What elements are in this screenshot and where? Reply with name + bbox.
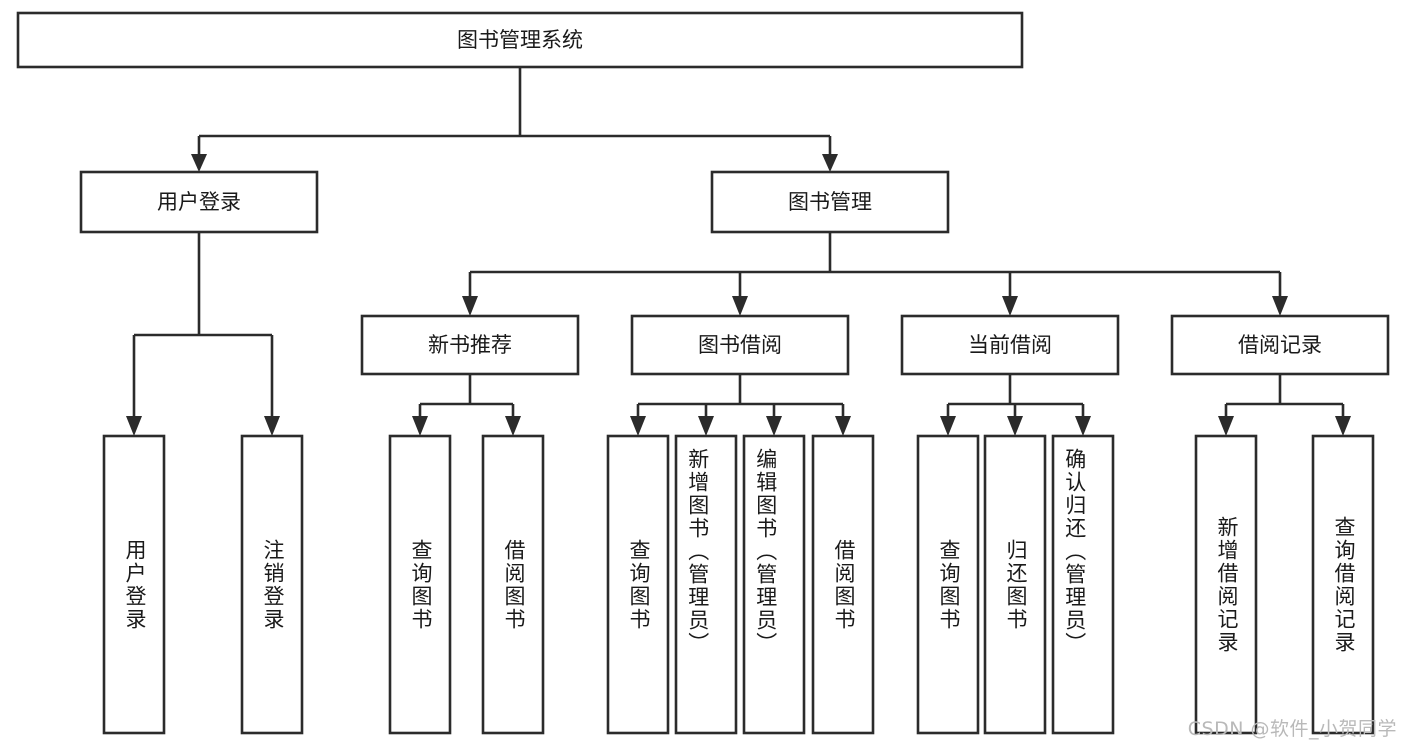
leaf-box-cb-return-book[interactable] [983, 434, 1047, 735]
csdn-watermark: CSDN @软件_小贺同学 [1187, 718, 1397, 740]
leaf-label-bb-query-book: 查询图书 [627, 539, 651, 631]
leaf-label-user-login: 用户登录 [123, 539, 147, 631]
leaf-node[interactable]: 新增图书（管理员） [674, 434, 738, 735]
arrow-head-borrowrecord [1272, 296, 1288, 316]
node-user-login-label: 用户登录 [157, 190, 241, 214]
arrow-head-bookborrow [732, 296, 748, 316]
node-borrow-record-box[interactable] [1170, 314, 1390, 376]
leaf-box-logout[interactable] [240, 434, 304, 735]
leaf-label-bb-add-book: 新增图书（管理员） [686, 448, 710, 655]
node-book-borrow-box[interactable] [630, 314, 850, 376]
leaf-node[interactable]: 注销登录 [240, 434, 304, 735]
leaf-node[interactable]: 借阅图书 [811, 434, 875, 735]
node-current-borrow-label: 当前借阅 [968, 333, 1052, 357]
arrow-head-bb-leaf1 [630, 416, 646, 436]
node-borrow-record-label: 借阅记录 [1238, 333, 1322, 357]
leaf-box-bb-borrow-book[interactable] [811, 434, 875, 735]
leaf-box-bb-add-book[interactable] [674, 434, 738, 735]
leaf-node[interactable]: 归还图书 [983, 434, 1047, 735]
leaf-label-nb-borrow-book: 借阅图书 [502, 539, 526, 631]
node-current-borrow[interactable]: 当前借阅 [900, 314, 1120, 376]
node-new-book-recommend[interactable]: 新书推荐 [360, 314, 580, 376]
leaf-label-bb-edit-book: 编辑图书（管理员） [754, 448, 778, 655]
leaf-label-logout: 注销登录 [261, 539, 285, 631]
leaf-node[interactable]: 借阅图书 [481, 434, 545, 735]
node-user-login-box[interactable] [79, 170, 319, 234]
leaf-box-br-add-record[interactable] [1194, 434, 1258, 735]
leaf-label-cb-confirm-return: 确认归还（管理员） [1063, 448, 1087, 655]
arrow-head-bb-leaf2 [698, 416, 714, 436]
leaf-label-cb-query-book: 查询图书 [937, 539, 961, 631]
leaf-node[interactable]: 查询图书 [606, 434, 670, 735]
arrow-head-leaf-user-login [126, 416, 142, 436]
leaf-box-bb-edit-book[interactable] [742, 434, 806, 735]
leaf-label-bb-borrow-book: 借阅图书 [832, 539, 856, 631]
arrow-head-bookmgmt [822, 154, 838, 172]
arrow-head-currentborrow [1002, 296, 1018, 316]
leaf-node[interactable]: 编辑图书（管理员） [742, 434, 806, 735]
arrow-head-newbook [462, 296, 478, 316]
arrow-head-br-leaf2 [1335, 416, 1351, 436]
node-root-box[interactable] [16, 11, 1024, 69]
leaf-node[interactable]: 查询借阅记录 [1311, 434, 1375, 735]
arrow-head-userlogin [191, 154, 207, 172]
node-book-borrow[interactable]: 图书借阅 [630, 314, 850, 376]
leaf-box-bb-query-book[interactable] [606, 434, 670, 735]
arrow-head-bb-leaf3 [766, 416, 782, 436]
leaf-label-cb-return-book: 归还图书 [1004, 539, 1028, 631]
arrow-head-br-leaf1 [1218, 416, 1234, 436]
connector-group [126, 67, 1351, 436]
arrow-head-cb-leaf2 [1007, 416, 1023, 436]
node-book-management-label: 图书管理 [788, 190, 872, 214]
arrow-head-leaf-logout [264, 416, 280, 436]
leaf-box-cb-confirm-return[interactable] [1051, 434, 1115, 735]
leaf-box-br-query-record[interactable] [1311, 434, 1375, 735]
node-book-management-box[interactable] [710, 170, 950, 234]
node-root-label: 图书管理系统 [457, 28, 583, 52]
leaf-label-br-add-record: 新增借阅记录 [1215, 516, 1239, 654]
arrow-head-bb-leaf4 [835, 416, 851, 436]
leaf-box-nb-borrow-book[interactable] [481, 434, 545, 735]
leaf-node[interactable]: 查询图书 [388, 434, 452, 735]
node-user-login[interactable]: 用户登录 [79, 170, 319, 234]
arrow-head-nb-leaf2 [505, 416, 521, 436]
arrow-head-nb-leaf1 [412, 416, 428, 436]
leaf-label-nb-query-book: 查询图书 [409, 539, 433, 631]
node-book-borrow-label: 图书借阅 [698, 333, 782, 357]
leaf-node[interactable]: 查询图书 [916, 434, 980, 735]
leaf-box-user-login[interactable] [102, 434, 166, 735]
node-new-book-recommend-label: 新书推荐 [428, 333, 512, 357]
node-current-borrow-box[interactable] [900, 314, 1120, 376]
node-root[interactable]: 图书管理系统 [16, 11, 1024, 69]
arrow-head-cb-leaf3 [1075, 416, 1091, 436]
leaf-label-br-query-record: 查询借阅记录 [1332, 516, 1356, 654]
node-book-management[interactable]: 图书管理 [710, 170, 950, 234]
leaf-box-nb-query-book[interactable] [388, 434, 452, 735]
arrow-head-cb-leaf1 [940, 416, 956, 436]
leaf-node[interactable]: 新增借阅记录 [1194, 434, 1258, 735]
node-borrow-record[interactable]: 借阅记录 [1170, 314, 1390, 376]
leaf-box-cb-query-book[interactable] [916, 434, 980, 735]
leaf-node[interactable]: 用户登录 [102, 434, 166, 735]
node-new-book-recommend-box[interactable] [360, 314, 580, 376]
leaf-node[interactable]: 确认归还（管理员） [1051, 434, 1115, 735]
